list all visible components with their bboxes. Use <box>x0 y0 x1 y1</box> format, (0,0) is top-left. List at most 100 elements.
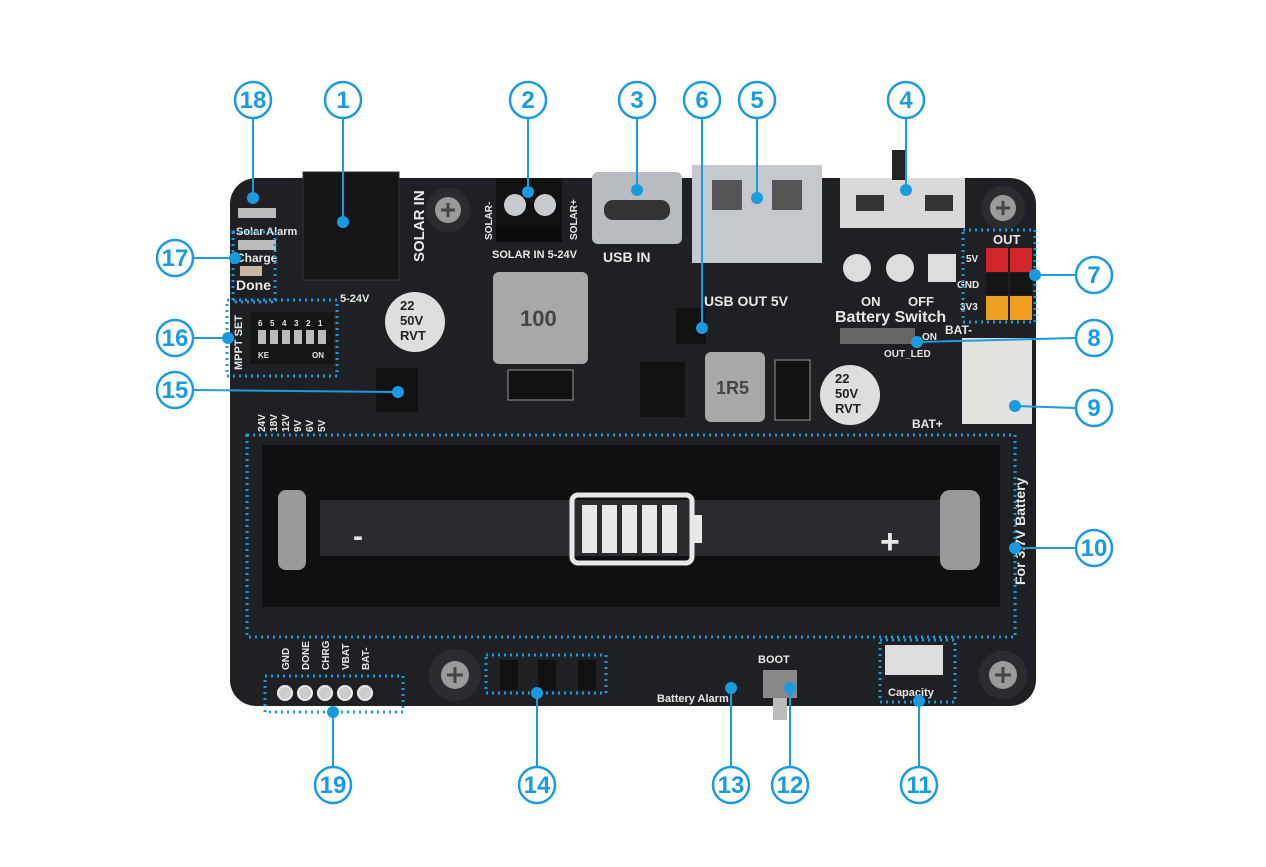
header-pin[interactable] <box>317 685 333 701</box>
silk-solar-in: SOLAR IN <box>411 190 428 262</box>
dip-number: 4 <box>282 319 287 328</box>
mounting-screw <box>426 188 470 232</box>
mounting-screw <box>979 651 1027 699</box>
diode <box>507 369 574 401</box>
solar-alarm-led <box>238 208 276 218</box>
callout-circle <box>155 318 195 358</box>
callout-circle <box>233 80 273 120</box>
silk-mppt-set: MPPT SET <box>233 315 245 370</box>
capacity-led-bar <box>885 645 943 675</box>
callout-circle <box>886 80 926 120</box>
mounting-screw <box>429 649 481 701</box>
status-led-outline <box>231 230 277 304</box>
voltage-label: 24V <box>257 414 268 432</box>
silk-out-3v3: 3V3 <box>960 302 978 313</box>
dip-slider[interactable] <box>294 330 302 344</box>
inductor-small: 1R5 <box>705 352 765 422</box>
callout-circle <box>323 80 363 120</box>
callout-dot <box>392 386 404 398</box>
silk-usb-out: USB OUT 5V <box>704 293 789 309</box>
silk-mppt-range: 5-24V <box>340 293 370 305</box>
dip-slider[interactable] <box>270 330 278 344</box>
header-pin[interactable] <box>337 685 353 701</box>
callout-dot <box>913 695 925 707</box>
callout-number: 19 <box>320 772 347 799</box>
callout-dot <box>531 687 543 699</box>
header-pin-label: CHRG <box>321 640 332 670</box>
silk-charge: Charge <box>236 251 278 265</box>
voltage-label: 9V <box>293 419 304 432</box>
callout-circle <box>155 370 195 410</box>
dip-number: 6 <box>258 319 263 328</box>
callout-circle <box>617 80 657 120</box>
callout-circle <box>770 765 810 805</box>
callout-number: 5 <box>750 87 763 114</box>
dip-number: 1 <box>318 319 323 328</box>
callout-12: 12 <box>770 682 810 805</box>
callout-6: 6 <box>682 80 722 334</box>
silk-out-5v: 5V <box>966 254 979 265</box>
callout-4: 4 <box>886 80 926 196</box>
battery-icon <box>569 492 702 566</box>
svg-text:22: 22 <box>400 298 414 313</box>
dip-slider[interactable] <box>318 330 326 344</box>
charge-led <box>238 240 276 250</box>
battery-jst-connector <box>962 338 1032 424</box>
silk-switch-off: OFF <box>908 294 934 309</box>
dip-slider[interactable] <box>306 330 314 344</box>
dip-number: 2 <box>306 319 311 328</box>
dip-number: 5 <box>270 319 275 328</box>
callout-9: 9 <box>1009 388 1114 428</box>
callout-number: 2 <box>521 87 534 114</box>
capacitor: 22 50V RVT <box>820 365 880 425</box>
svg-text:50V: 50V <box>400 313 423 328</box>
svg-text:1R5: 1R5 <box>716 378 749 398</box>
header-pin[interactable] <box>297 685 313 701</box>
callout-13: 13 <box>711 682 751 805</box>
silk-led-on: ON <box>922 332 937 343</box>
callout-circle <box>737 80 777 120</box>
silk-capacity: Capacity <box>888 687 935 699</box>
callout-number: 10 <box>1081 535 1108 562</box>
silk-bat-minus: BAT- <box>945 323 972 337</box>
callout-5: 5 <box>737 80 777 204</box>
callout-number: 8 <box>1087 325 1100 352</box>
callout-dot <box>222 332 234 344</box>
header-pin-label: GND <box>281 648 292 670</box>
callout-circle <box>508 80 548 120</box>
header-outline <box>263 674 405 714</box>
header-pin-label: DONE <box>301 641 312 670</box>
mounting-screw <box>981 186 1025 230</box>
callout-15: 15 <box>155 370 404 410</box>
dip-slider[interactable] <box>282 330 290 344</box>
callout-number: 6 <box>695 87 708 114</box>
silk-switch-on: ON <box>861 294 881 309</box>
header-pin[interactable] <box>357 685 373 701</box>
callout-18: 18 <box>233 80 273 204</box>
output-pin-headers <box>986 248 1032 320</box>
dip-slider[interactable] <box>258 330 266 344</box>
voltage-label: 12V <box>281 414 292 432</box>
voltage-label: 5V <box>317 419 328 432</box>
holder-minus-sign: - <box>353 520 363 553</box>
callout-circle <box>682 80 722 120</box>
callout-16: 16 <box>155 318 234 358</box>
callout-dot <box>229 252 241 264</box>
callout-circle <box>1074 528 1114 568</box>
dip-number: 3 <box>294 319 299 328</box>
callout-number: 16 <box>162 325 189 352</box>
callout-number: 4 <box>899 87 913 114</box>
output-header-outline <box>961 228 1037 324</box>
header-pin[interactable] <box>277 685 293 701</box>
callout-8: 8 <box>911 318 1114 358</box>
svg-text:RVT: RVT <box>835 401 861 416</box>
callout-17: 17 <box>155 238 241 278</box>
callout-number: 1 <box>336 87 349 114</box>
diode <box>774 359 811 421</box>
silk-out-led: OUT_LED <box>884 349 931 360</box>
callout-dot <box>631 184 643 196</box>
callout-number: 9 <box>1087 395 1100 422</box>
svg-text:100: 100 <box>520 306 557 331</box>
